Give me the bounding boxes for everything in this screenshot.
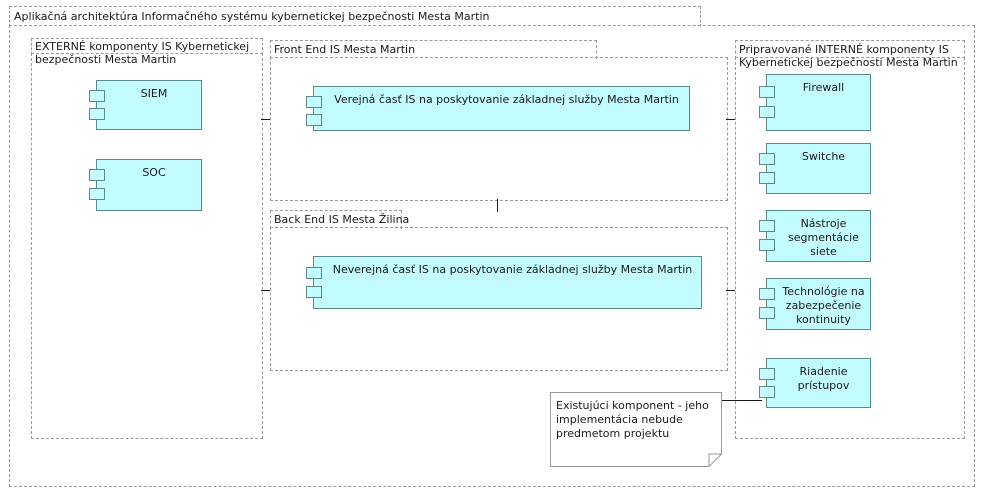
component-continuity[interactable]: Technológie na zabezpečenie kontinuity (759, 278, 871, 330)
note-shape (550, 392, 722, 467)
component-siem[interactable]: SIEM (89, 80, 202, 130)
note-text: Existujúci komponent - jeho implementáci… (556, 399, 709, 440)
outer-group-tab (9, 6, 701, 27)
external-group[interactable] (31, 53, 263, 439)
component-port-icon (759, 288, 775, 300)
component-public-part-label: Verejná časť IS na poskytovanie základne… (334, 93, 679, 106)
component-nonpublic-part-label: Neverejná časť IS na poskytovanie základ… (332, 263, 693, 276)
external-group-title: EXTERNÉ komponenty IS Kybernetickej bezp… (35, 40, 250, 66)
component-segmentation-label: Nástroje segmentácie siete (788, 217, 859, 258)
component-port-icon (759, 86, 775, 98)
component-segmentation[interactable]: Nástroje segmentácie siete (759, 210, 871, 262)
component-soc[interactable]: SOC (89, 159, 202, 211)
external-group-tab (31, 38, 263, 55)
connector-note-access (722, 400, 762, 401)
connector-external-backend (261, 290, 270, 291)
component-port-icon (759, 172, 775, 184)
note-existing-component[interactable]: Existujúci komponent - jeho implementáci… (550, 392, 722, 467)
component-soc-label: SOC (142, 166, 166, 179)
component-switche[interactable]: Switche (759, 143, 871, 194)
component-continuity-label: Technológie na zabezpečenie kontinuity (782, 285, 865, 326)
component-port-icon (306, 114, 322, 126)
component-port-icon (759, 220, 775, 232)
component-port-icon (306, 267, 322, 279)
internal-group-tab (735, 40, 965, 59)
component-port-icon (759, 307, 775, 319)
component-siem-label: SIEM (140, 87, 168, 100)
frontend-group[interactable] (270, 57, 728, 201)
internal-group[interactable] (735, 57, 965, 439)
component-port-icon (759, 386, 775, 398)
component-nonpublic-part[interactable]: Neverejná časť IS na poskytovanie základ… (306, 256, 702, 309)
component-access[interactable]: Riadenie prístupov (759, 358, 871, 408)
frontend-group-tab (270, 40, 597, 59)
component-port-icon (89, 108, 105, 120)
component-port-icon (89, 188, 105, 200)
backend-group-title: Back End IS Mesta Žilina (274, 213, 410, 226)
connector-external-frontend (261, 119, 270, 120)
component-port-icon (759, 239, 775, 251)
component-port-icon (759, 153, 775, 165)
backend-group-tab (270, 210, 402, 229)
outer-group[interactable] (9, 25, 975, 487)
internal-group-title: Pripravované INTERNÉ komponenty IS Kyber… (739, 43, 958, 69)
component-port-icon (759, 106, 775, 118)
component-firewall[interactable]: Firewall (759, 74, 871, 131)
component-access-label: Riadenie prístupov (797, 365, 850, 392)
frontend-group-title: Front End IS Mesta Martin (274, 43, 416, 56)
outer-group-title: Aplikačná architektúra Informačného syst… (14, 10, 490, 23)
component-port-icon (89, 90, 105, 102)
connector-backend-internal (726, 290, 735, 291)
component-port-icon (759, 368, 775, 380)
component-switche-label: Switche (801, 150, 846, 163)
component-port-icon (306, 96, 322, 108)
component-public-part[interactable]: Verejná časť IS na poskytovanie základne… (306, 86, 690, 131)
connector-frontend-internal (726, 119, 735, 120)
connector-frontend-backend (497, 199, 498, 212)
component-port-icon (306, 286, 322, 298)
component-firewall-label: Firewall (802, 81, 845, 94)
component-port-icon (89, 169, 105, 181)
backend-group[interactable] (270, 227, 728, 371)
